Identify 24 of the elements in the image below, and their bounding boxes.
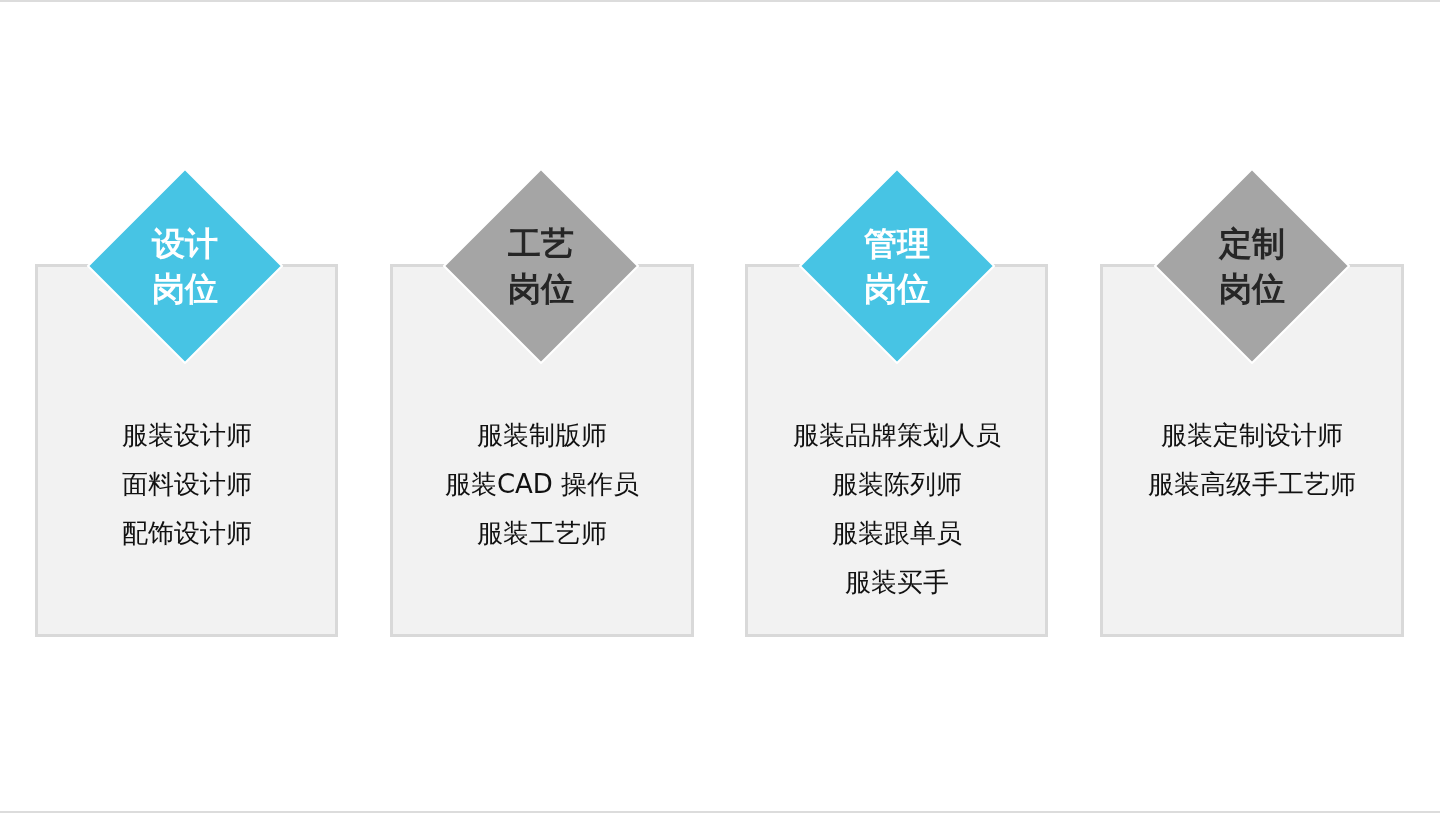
category-heading: 定制岗位: [1217, 223, 1286, 310]
category-heading: 设计岗位: [150, 223, 219, 310]
job-title: 服装CAD 操作员: [444, 468, 640, 501]
job-card: [35, 264, 338, 637]
job-card: [1100, 264, 1404, 637]
job-title: 服装工艺师: [477, 517, 607, 550]
job-title: 服装买手: [844, 566, 949, 599]
job-title: 面料设计师: [121, 468, 252, 501]
category-heading: 管理岗位: [863, 223, 931, 310]
category-diamond: [443, 168, 639, 364]
job-title: 服装品牌策划人员: [792, 419, 1001, 452]
job-title: 服装高级手工艺师: [1148, 468, 1356, 501]
category-heading: 工艺岗位: [507, 223, 575, 310]
job-card: [745, 264, 1048, 637]
job-card: [390, 264, 694, 637]
job-title: 服装跟单员: [831, 517, 962, 550]
job-title: 服装制版师: [477, 419, 607, 452]
category-diamond: [87, 168, 283, 364]
job-title: 配饰设计师: [121, 517, 252, 550]
job-title: 服装设计师: [121, 419, 252, 452]
job-title: 服装定制设计师: [1161, 419, 1343, 452]
category-diamond: [799, 168, 995, 364]
category-diamond: [1154, 168, 1350, 364]
job-title: 服装陈列师: [831, 468, 962, 501]
